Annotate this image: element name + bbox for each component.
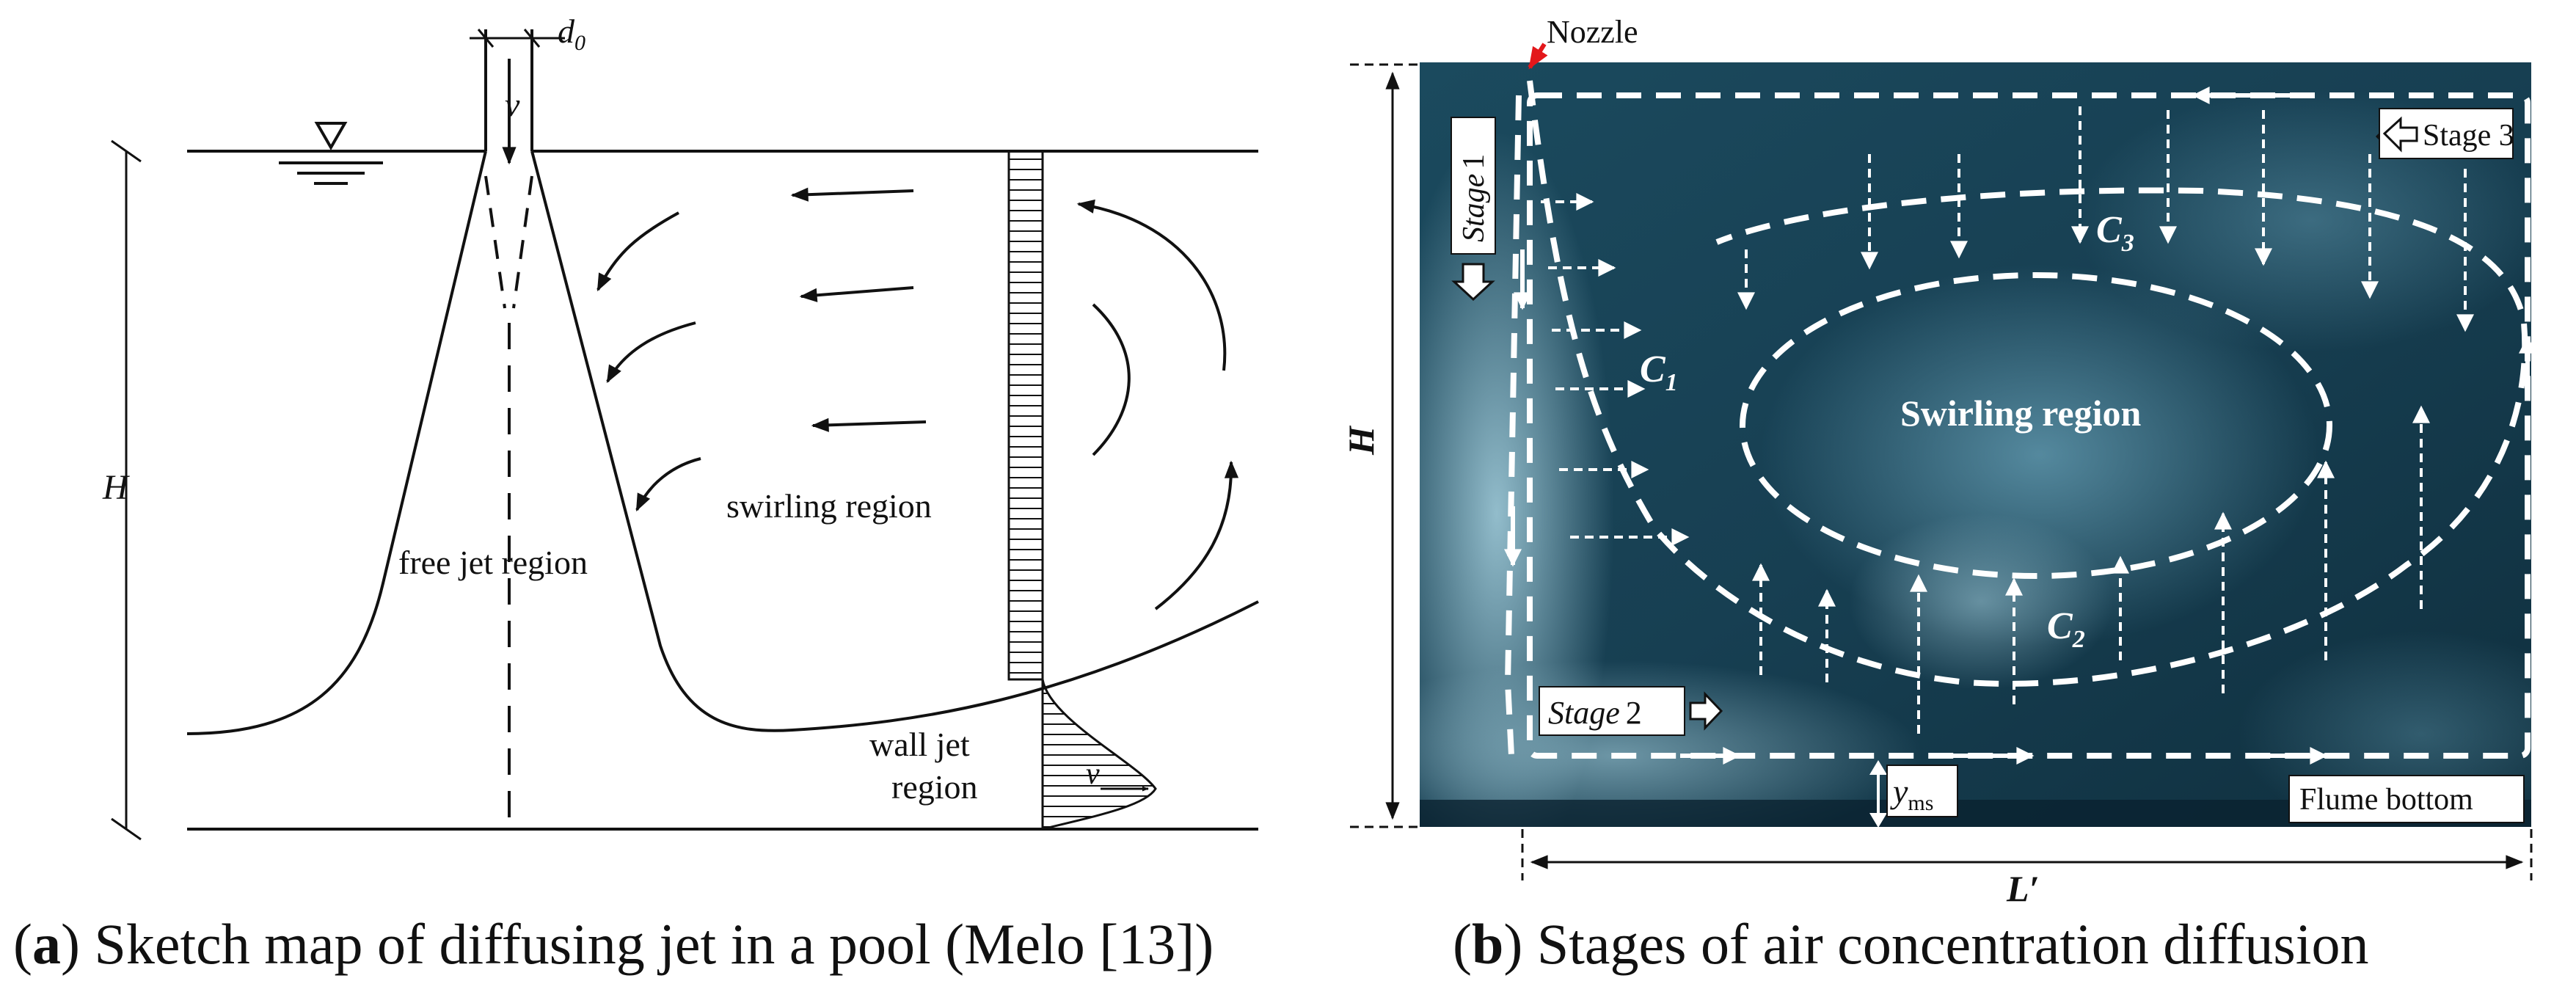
d0-tick-left bbox=[477, 29, 495, 48]
velocity-profile-curve bbox=[1041, 679, 1157, 831]
svg-text:Stage1: Stage1 bbox=[1457, 154, 1491, 242]
stage1-arrow-icon bbox=[1451, 263, 1495, 302]
panel-b-l-label: L′ bbox=[2006, 868, 2040, 902]
recirculation-arc-lower bbox=[1154, 460, 1239, 610]
panel-b-h-label: H bbox=[1340, 425, 1382, 456]
panel-a-h-label: H bbox=[102, 468, 130, 507]
panel-b-l-dimension bbox=[1521, 829, 2533, 880]
figure: d0 v H free jet region swirling region w… bbox=[102, 12, 2536, 902]
swirling-region-boundary bbox=[1740, 272, 2332, 579]
jet-core-dashed-right bbox=[512, 175, 533, 309]
velocity-profile-strip bbox=[1007, 150, 1044, 681]
yms-marker: yms bbox=[1869, 760, 1958, 828]
jet-core-dashed-left bbox=[484, 175, 506, 309]
swirl-arrow-3 bbox=[811, 417, 927, 432]
swirling-region-label: swirling region bbox=[726, 487, 932, 525]
flume-bottom-box bbox=[2288, 775, 2525, 823]
jet-boundary-right bbox=[530, 150, 1259, 732]
c2-label: C2 bbox=[2047, 605, 2085, 653]
d0-tick-right bbox=[523, 29, 541, 48]
wall-jet-label-line1: wall jet bbox=[869, 726, 970, 763]
c1-label: C1 bbox=[1640, 349, 1678, 396]
nozzle-velocity-label: v bbox=[505, 86, 520, 123]
d0-label: d0 bbox=[558, 12, 585, 55]
nozzle-pointer-arrow bbox=[1528, 43, 1548, 70]
flume-bottom-label: Flume bottom bbox=[2299, 783, 2473, 817]
panel-b-h-dimension bbox=[1350, 63, 1420, 828]
entrainment-arrow-3 bbox=[635, 457, 701, 512]
panel-a-sketch bbox=[111, 29, 1259, 841]
swirl-arrow-2 bbox=[799, 286, 914, 302]
swirl-arrow-1 bbox=[790, 187, 914, 202]
recirculation-arc-right bbox=[1076, 199, 1227, 371]
h-tick-bottom bbox=[111, 817, 142, 841]
stage3-label-box: Stage 3 bbox=[2375, 108, 2514, 159]
h-tick-top bbox=[111, 139, 142, 163]
c3-label: C3 bbox=[2096, 209, 2134, 257]
nozzle-label: Nozzle bbox=[1547, 14, 1638, 50]
jet-boundary-left bbox=[186, 150, 487, 735]
entrainment-arrow-1 bbox=[596, 211, 679, 292]
stage1-label-box: Stage1 bbox=[1451, 117, 1496, 302]
water-level-icon bbox=[314, 122, 348, 151]
profile-velocity-label: v bbox=[1086, 757, 1100, 791]
swirling-region-photo-label: Swirling region bbox=[1900, 393, 2141, 434]
stage2-arrow-icon bbox=[1689, 691, 1723, 731]
caption-a: (a) Sketch map of diffusing jet in a poo… bbox=[13, 912, 1214, 976]
flow-arrows bbox=[1504, 87, 2536, 765]
entrainment-arrow-2 bbox=[606, 321, 696, 384]
wall-jet-label-line2: region bbox=[891, 768, 978, 806]
svg-text:yms: yms bbox=[1890, 773, 1933, 815]
caption-b: (b) Stages of air concentration diffusio… bbox=[1453, 912, 2369, 976]
svg-text:Stage 3: Stage 3 bbox=[2423, 119, 2514, 153]
jet-inner-boundary bbox=[1527, 80, 2528, 687]
recirculation-arc-left bbox=[1092, 303, 1131, 456]
stage1-left-boundary bbox=[1504, 95, 1522, 756]
free-jet-region-label: free jet region bbox=[398, 544, 588, 581]
